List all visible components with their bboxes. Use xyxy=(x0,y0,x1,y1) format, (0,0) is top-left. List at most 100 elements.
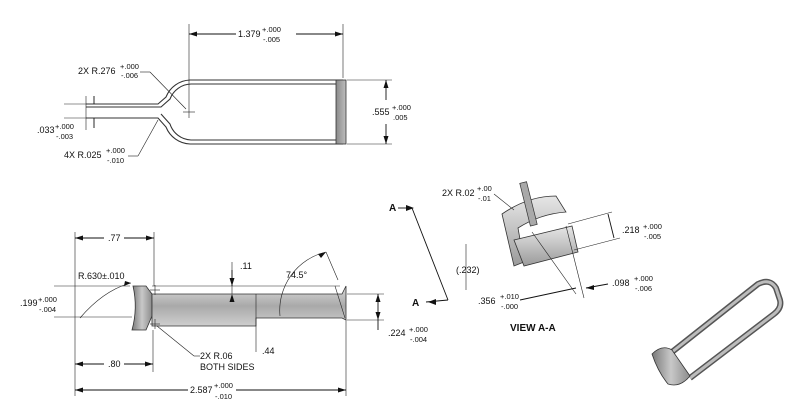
top-view-end-cap xyxy=(335,79,347,145)
corner-radius-note: BOTH SIDES xyxy=(200,362,255,372)
arrow-77-left xyxy=(75,235,83,241)
arrow-80-left xyxy=(75,361,83,367)
length-dim: 1.379 xyxy=(238,29,261,39)
view-aa-title: VIEW A-A xyxy=(510,323,556,334)
arrow-angle xyxy=(318,252,326,258)
view-aa-axis-b xyxy=(565,225,585,299)
front-view-body xyxy=(131,285,153,331)
small-radius-tol-minus: -.010 xyxy=(107,156,124,165)
iso-loop-inner xyxy=(671,280,782,380)
front-angle-edge xyxy=(334,285,346,319)
section-mark-bottom: A xyxy=(412,298,419,309)
aa-thick-tol-plus: +.000 xyxy=(634,274,653,283)
radius-tol-plus: +.000 xyxy=(120,62,139,71)
angle-dim: 74.5° xyxy=(286,270,308,280)
width-tol-plus: +.000 xyxy=(392,103,411,112)
aa-width-dim: .356 xyxy=(478,296,496,306)
aa-radius-leader xyxy=(493,193,515,211)
aa-radius-tol-plus: +.00 xyxy=(477,184,492,193)
isometric-view xyxy=(651,278,784,386)
arrow-right xyxy=(335,31,343,37)
aa-radius-tol-minus: -.01 xyxy=(478,194,491,203)
arrow-77-right xyxy=(146,235,154,241)
aa-depth-dim: .218 xyxy=(622,225,640,235)
length-tol-minus: -.005 xyxy=(263,35,280,44)
dim-356 xyxy=(519,287,577,301)
top-view-outline-lower xyxy=(86,117,343,145)
aa-ref-dim: (.232) xyxy=(456,265,480,275)
section-arrow-top xyxy=(406,205,414,211)
front-view-bar xyxy=(151,285,347,327)
iso-loop-outer xyxy=(670,278,784,381)
arrow-total-left xyxy=(75,387,83,393)
arrow-224-bot xyxy=(375,312,381,320)
arrow-80-right xyxy=(145,361,153,367)
aa-width-tol-minus: -.000 xyxy=(501,302,518,311)
width-dim: .555 xyxy=(372,107,390,117)
arrow-098 xyxy=(586,285,594,290)
bottom-offset-dim: .80 xyxy=(108,359,121,369)
step-dim: .11 xyxy=(240,261,252,271)
arrow-11-top xyxy=(229,278,235,286)
ext-218-b xyxy=(573,237,621,251)
aa-thick-tol-minus: -.006 xyxy=(635,284,652,293)
big-radius-label: R.630±.010 xyxy=(78,271,124,281)
dim-218 xyxy=(607,213,615,239)
ext-218-a xyxy=(567,211,613,225)
small-radius-tol-plus: +.000 xyxy=(106,146,125,155)
section-line: A A xyxy=(389,203,449,309)
leader-corner xyxy=(156,325,195,357)
top-view-outline xyxy=(86,79,343,105)
lower-height-dim: .224 xyxy=(388,328,406,338)
corner-radius-label: 2X R.06 xyxy=(200,351,233,361)
arrow-width-bot xyxy=(383,136,389,144)
thickness-tol-plus: +.000 xyxy=(55,122,74,131)
view-aa-plate xyxy=(513,225,579,267)
arrow-total-right xyxy=(338,387,346,393)
arrow-left xyxy=(189,31,197,37)
iso-foot xyxy=(651,347,691,386)
small-radius-label: 4X R.025 xyxy=(64,150,102,160)
top-view: 1.379 +.000 -.005 2X R.276 +.000 -.006 .… xyxy=(37,24,411,165)
section-arrow-bot xyxy=(428,299,436,305)
lower-height-tol-plus: +.000 xyxy=(409,325,428,334)
front-view: .77 R.630±.010 .199 +.000 -.004 .11 74.5… xyxy=(20,232,428,401)
aa-width-tol-plus: +.010 xyxy=(500,292,519,301)
section-line-stroke xyxy=(411,207,449,301)
view-aa-tab xyxy=(519,181,538,227)
angle-ext xyxy=(325,251,339,281)
height-tol-plus: +.000 xyxy=(38,295,57,304)
height-dim: .199 xyxy=(20,298,38,308)
radius-tol-minus: -.006 xyxy=(121,71,138,80)
lower-height-tol-minus: -.004 xyxy=(410,335,427,344)
total-length-dim: 2.587 xyxy=(190,385,213,395)
top-view-outline-inner xyxy=(86,83,343,108)
height-tol-minus: -.004 xyxy=(39,305,56,314)
top-offset-dim: .77 xyxy=(108,233,121,243)
leader-small-b xyxy=(137,119,159,157)
total-tol-plus: +.000 xyxy=(214,381,233,390)
leader-radius-b xyxy=(149,71,187,110)
arrow-big-radius xyxy=(124,281,131,286)
radius-label: 2X R.276 xyxy=(78,66,116,76)
length-tol-plus: +.000 xyxy=(262,25,281,34)
section-mark-top: A xyxy=(389,203,396,214)
angle-arc xyxy=(279,251,327,317)
aa-depth-tol-plus: +.000 xyxy=(643,222,662,231)
total-tol-minus: -.010 xyxy=(215,392,232,401)
aa-depth-tol-minus: -.005 xyxy=(644,232,661,241)
mid-length-dim: .44 xyxy=(262,346,275,356)
aa-radius-label: 2X R.02 xyxy=(442,188,475,198)
arrow-224-top xyxy=(375,294,381,302)
arrow-width-top xyxy=(383,80,389,88)
arrow-11-bot xyxy=(229,294,235,302)
width-tol-minus: .005 xyxy=(393,113,408,122)
aa-thick-dim: .098 xyxy=(612,278,630,288)
big-radius-leader xyxy=(79,282,132,319)
view-aa-axis-a xyxy=(531,231,577,295)
thickness-dim: .033 xyxy=(37,125,55,135)
top-view-outline-lower-inner xyxy=(160,113,343,141)
thickness-tol-minus: -.003 xyxy=(56,132,73,141)
view-aa: 2X R.02 +.00 -.01 .218 +.000 -.005 (.232… xyxy=(442,181,662,334)
